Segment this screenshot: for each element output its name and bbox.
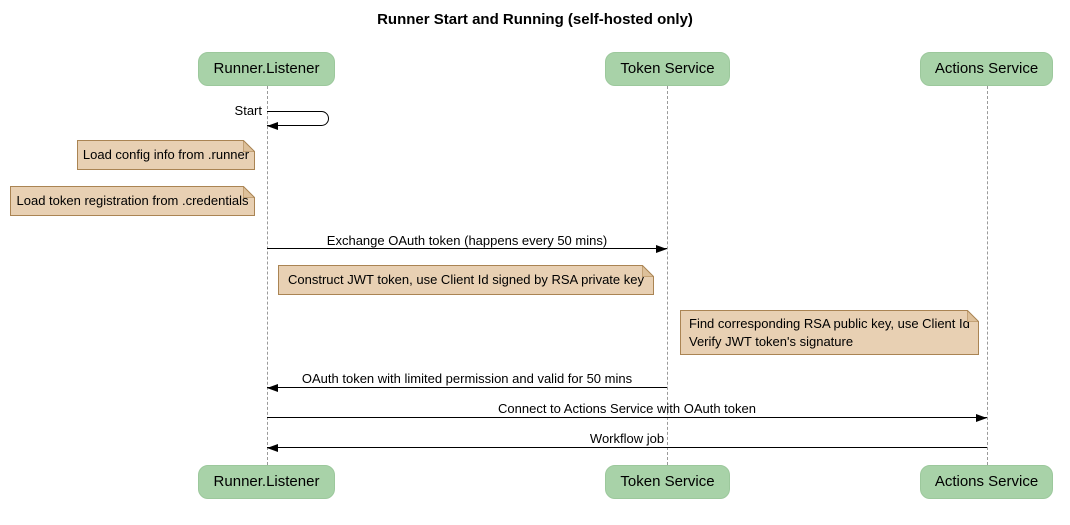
note-construct-jwt: Construct JWT token, use Client Id signe… (278, 265, 654, 295)
note-verify-jwt: Find corresponding RSA public key, use C… (680, 310, 979, 355)
participant-label: Token Service (620, 473, 715, 490)
diagram-title: Runner Start and Running (self-hosted on… (377, 11, 693, 28)
message-exchange-oauth-line (267, 245, 667, 253)
participant-label: Actions Service (934, 60, 1039, 77)
message-workflow-job-label: Workflow job (589, 431, 665, 446)
note-text-line2: Verify JWT token's signature (689, 334, 854, 349)
note-load-token-registration: Load token registration from .credential… (10, 186, 255, 216)
participant-runner-listener-bottom: Runner.Listener (198, 465, 335, 499)
participant-token-service-top: Token Service (605, 52, 730, 86)
participant-actions-service-bottom: Actions Service (920, 465, 1053, 499)
note-text-line1: Find corresponding RSA public key, use C… (689, 316, 970, 331)
arrowhead-left-icon (267, 122, 278, 130)
self-message-start-loop (267, 111, 329, 126)
note-text: Load token registration from .credential… (16, 193, 249, 208)
arrowhead-left-icon (267, 384, 278, 392)
message-start-label: Start (234, 103, 262, 118)
lifeline-runner-listener (266, 86, 268, 465)
message-connect-actions-line (267, 414, 987, 422)
participant-label: Runner.Listener (213, 473, 320, 490)
message-oauth-return-line (267, 384, 667, 392)
participant-label: Token Service (620, 60, 715, 77)
lifeline-token-service (666, 86, 668, 465)
participant-actions-service-top: Actions Service (920, 52, 1053, 86)
note-text: Construct JWT token, use Client Id signe… (288, 272, 644, 287)
lifeline-actions-service (986, 86, 988, 465)
message-oauth-return-label: OAuth token with limited permission and … (301, 371, 633, 386)
participant-token-service-bottom: Token Service (605, 465, 730, 499)
arrowhead-left-icon (267, 444, 278, 452)
participant-label: Actions Service (934, 473, 1039, 490)
participant-runner-listener-top: Runner.Listener (198, 52, 335, 86)
message-exchange-oauth-label: Exchange OAuth token (happens every 50 m… (326, 233, 608, 248)
note-load-config: Load config info from .runner (77, 140, 255, 170)
message-workflow-job-line (267, 444, 987, 452)
note-fold-icon (642, 265, 654, 277)
participant-label: Runner.Listener (213, 60, 320, 77)
note-fold-icon (243, 140, 255, 152)
message-connect-actions-label: Connect to Actions Service with OAuth to… (498, 401, 756, 416)
arrowhead-right-icon (976, 414, 987, 422)
arrowhead-right-icon (656, 245, 667, 253)
note-fold-icon (967, 310, 979, 322)
note-fold-icon (243, 186, 255, 198)
note-text: Load config info from .runner (82, 147, 250, 162)
